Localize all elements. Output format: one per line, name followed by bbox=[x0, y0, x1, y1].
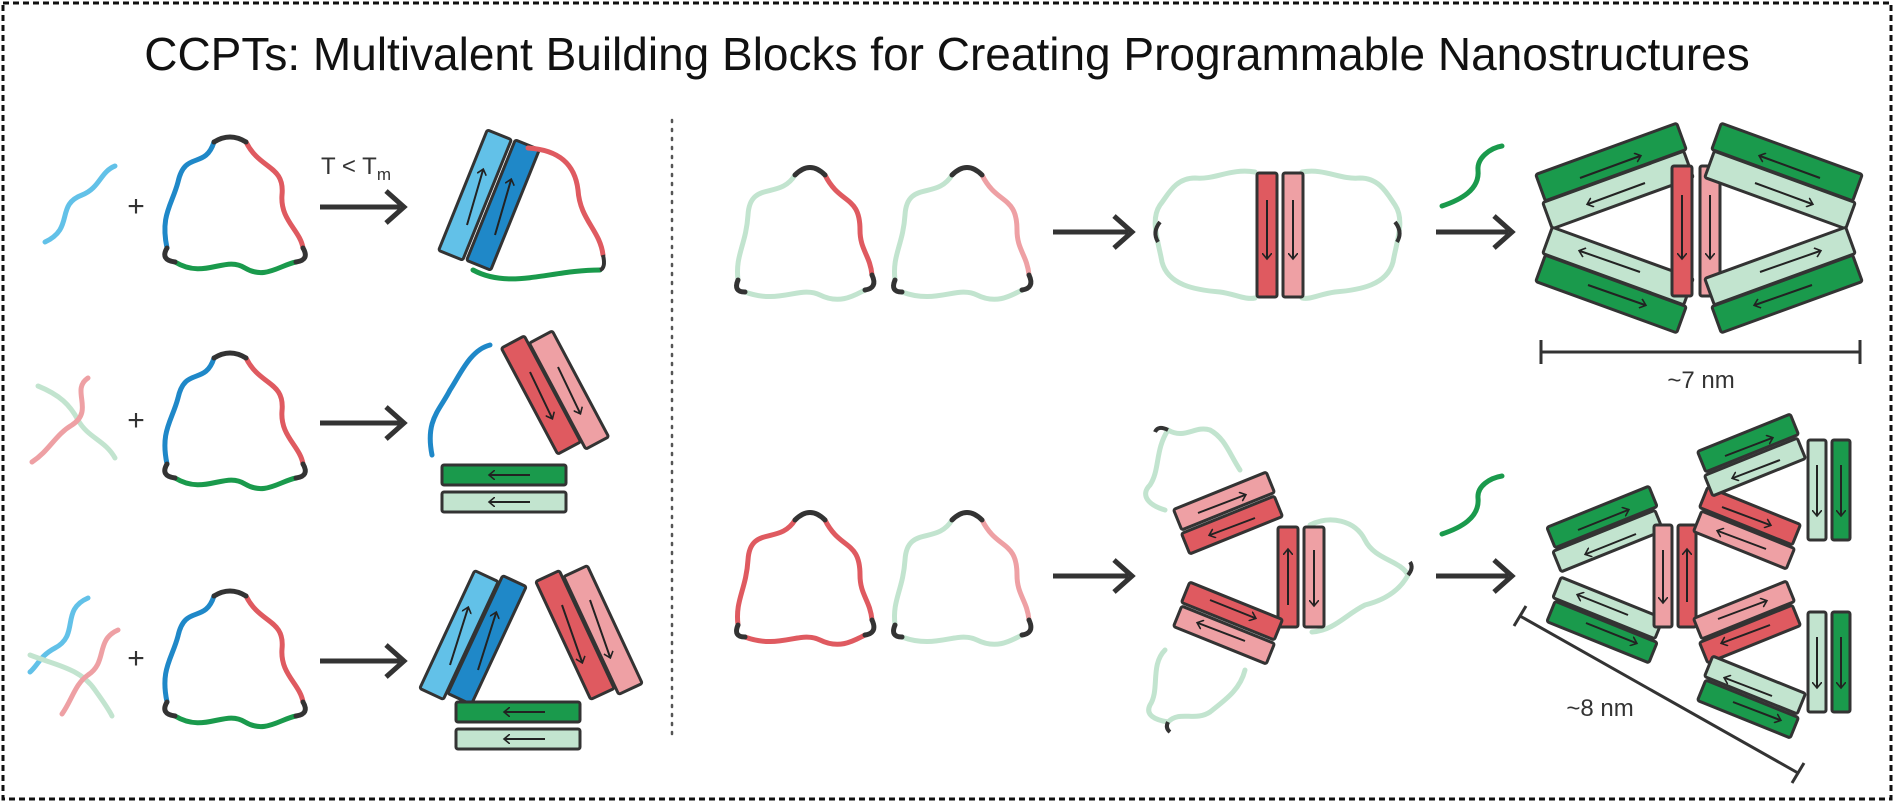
temperature-label-main: T < T bbox=[321, 153, 377, 180]
scale-bar-top bbox=[1539, 340, 1862, 364]
reaction-arrow bbox=[1436, 558, 1516, 594]
strand-pink bbox=[29, 375, 91, 465]
right-panel: ~7 nm bbox=[734, 122, 1864, 784]
reaction-arrow bbox=[1053, 214, 1136, 250]
right-row-bottom: ~8 nm bbox=[734, 413, 1852, 784]
strand-green bbox=[1439, 143, 1505, 209]
strand-green bbox=[1439, 473, 1505, 537]
ccpt-light-green-pink bbox=[891, 510, 1034, 647]
temperature-label: T < Tm bbox=[321, 153, 391, 184]
scale-label-bottom: ~8 nm bbox=[1566, 695, 1633, 722]
reaction-arrow bbox=[1053, 558, 1136, 594]
left-row-1: + T < Tm bbox=[42, 128, 606, 282]
plus-symbol: + bbox=[127, 190, 145, 223]
red-pink-dimer bbox=[1152, 168, 1403, 301]
ccpt-light-green-pink bbox=[891, 165, 1034, 302]
ccpt-light-green-red bbox=[734, 165, 877, 302]
strand-light-blue bbox=[27, 595, 91, 675]
right-row-top: ~7 nm bbox=[734, 122, 1864, 394]
strand-light-green bbox=[27, 652, 115, 719]
figure-title: CCPTs: Multivalent Building Blocks for C… bbox=[144, 28, 1750, 80]
reaction-arrow bbox=[320, 405, 408, 441]
blue-dimer-product bbox=[437, 128, 606, 282]
temperature-label-sub: m bbox=[377, 165, 391, 184]
left-row-2: + bbox=[29, 330, 610, 514]
hexameric-assembly-top bbox=[1534, 122, 1864, 334]
left-panel: + T < Tm bbox=[27, 128, 644, 751]
trimer-intermediate bbox=[1143, 425, 1414, 734]
ccpt-triangle bbox=[162, 350, 308, 492]
plus-symbol: + bbox=[127, 642, 145, 675]
scale-bar-bottom bbox=[1512, 605, 1806, 784]
ccpt-triangle bbox=[162, 588, 308, 730]
strand-blue bbox=[42, 163, 118, 245]
reaction-arrow bbox=[1436, 214, 1516, 250]
red-green-product bbox=[427, 330, 610, 514]
hexagonal-assembly-bottom bbox=[1545, 413, 1852, 739]
reaction-arrow bbox=[320, 643, 408, 679]
reaction-arrow bbox=[320, 189, 408, 225]
strand-pink bbox=[59, 627, 121, 717]
scale-label-top: ~7 nm bbox=[1667, 367, 1734, 394]
ccpt-triangle bbox=[162, 134, 308, 276]
triangle-product bbox=[418, 564, 644, 751]
left-row-3: + bbox=[27, 564, 644, 751]
ccpt-red bbox=[734, 510, 877, 647]
plus-symbol: + bbox=[127, 404, 145, 437]
